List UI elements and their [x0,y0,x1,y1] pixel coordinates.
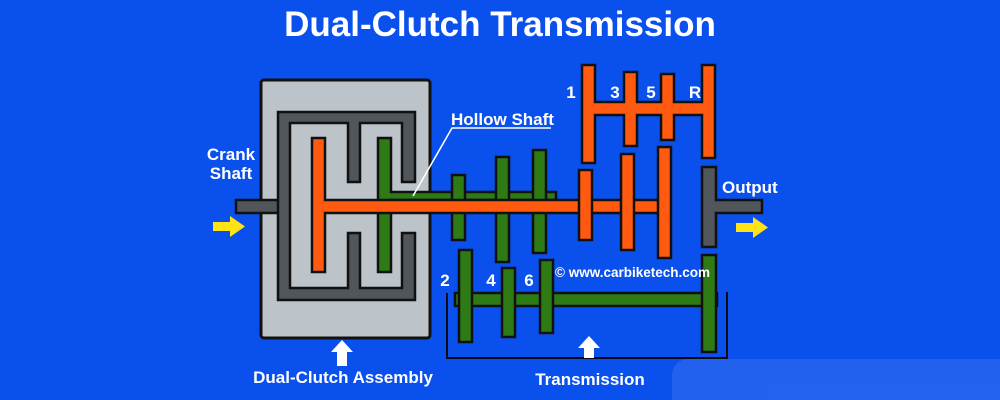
gear-label-2: 2 [440,271,450,290]
output-shaft [700,165,764,249]
gear-label-6: 6 [524,271,534,290]
counter-shaft [453,291,719,308]
input-arrow [213,216,245,237]
gear-5-drive [656,145,673,260]
crank-shaft-label: Crank Shaft [206,145,256,183]
output-arrow [736,217,768,238]
output-label: Output [722,178,778,197]
hollow-shaft-label: Hollow Shaft [451,110,554,129]
gear-label-r: R [688,83,702,102]
gear-2-driven [457,248,474,344]
transmission-label: Transmission [535,370,645,389]
transmission-pointer-arrow [578,336,600,358]
corner-light-patch [672,359,1000,400]
gear-6-driven [538,258,555,335]
gear-label-3: 3 [610,83,620,102]
final-drive-gear [700,253,718,354]
gear-4-driven [500,266,517,339]
hollow-shaft-leader-line [412,127,551,197]
gear-1-drive [577,168,594,242]
dual-clutch-assembly-label: Dual-Clutch Assembly [253,368,433,387]
clutch-pointer-arrow [331,340,353,366]
odd-gear-cluster [580,63,717,165]
gear-label-1: 1 [566,83,576,102]
gear-label-4: 4 [486,271,496,290]
page-title: Dual-Clutch Transmission [284,5,716,44]
gear-label-5: 5 [646,83,656,102]
copyright-text: © www.carbiketech.com [555,265,710,280]
clutch-drum [276,110,417,302]
gear-3-drive [619,152,636,252]
